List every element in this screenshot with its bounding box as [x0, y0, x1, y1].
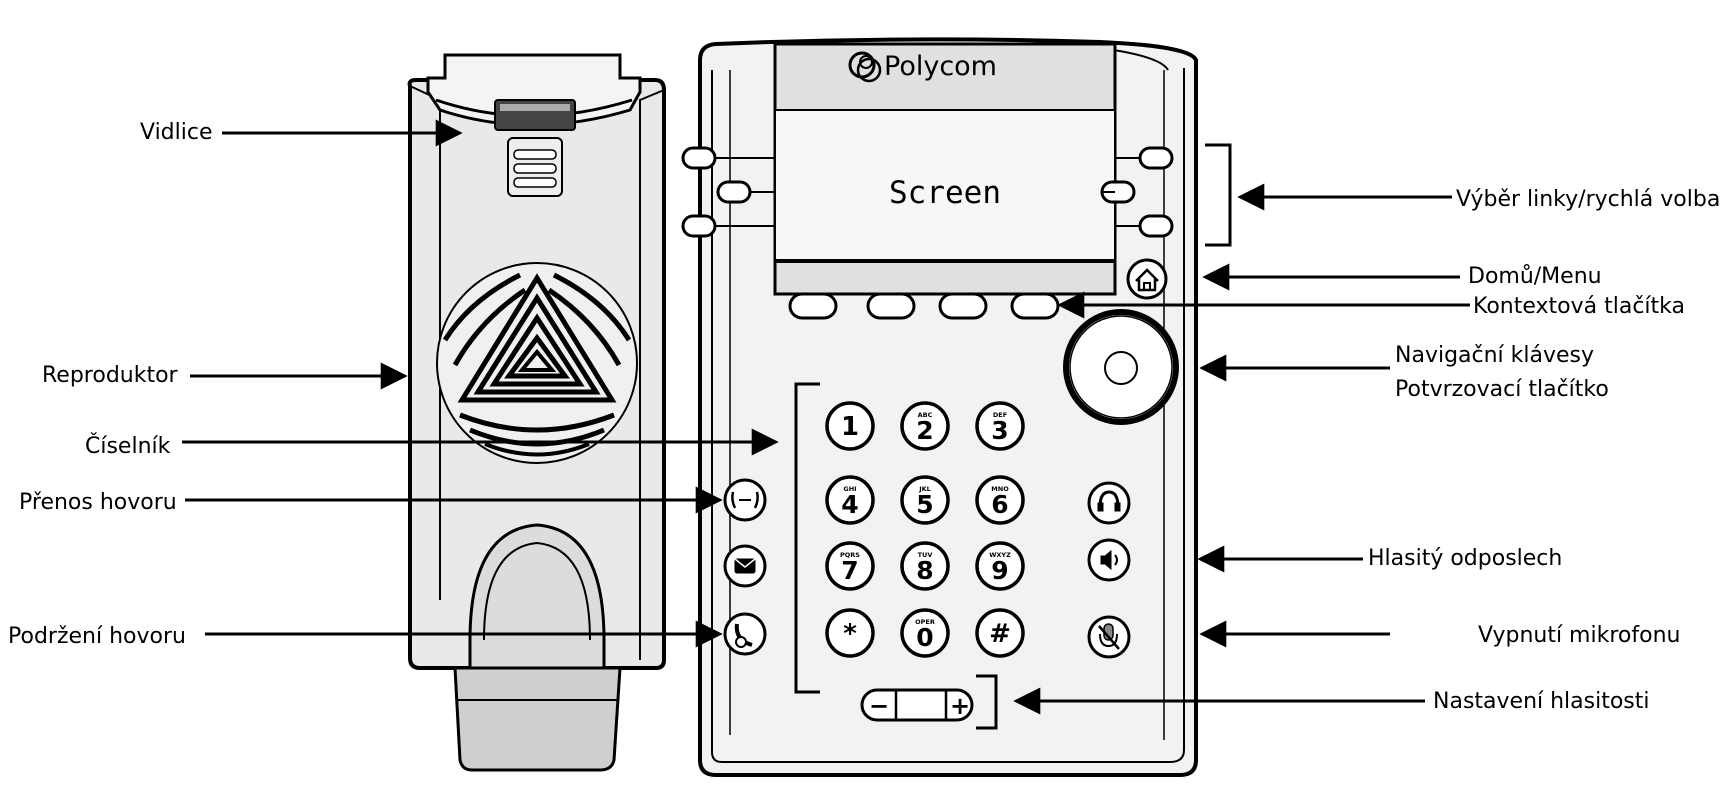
dial-key-letters: JKL — [918, 485, 931, 493]
dial-key-digit: 2 — [916, 416, 933, 445]
dial-key-letters: MNO — [991, 485, 1009, 493]
line-key-right-1[interactable] — [1115, 146, 1174, 170]
soft-key-3[interactable] — [938, 292, 988, 320]
messages-button[interactable] — [723, 544, 767, 588]
label-hookswitch: Vidlice — [140, 120, 213, 145]
line-keys-bracket — [1205, 143, 1232, 247]
label-dialpad: Číselník — [85, 434, 171, 459]
dial-key-letters: WXYZ — [989, 551, 1011, 559]
dial-key-digit: 4 — [841, 490, 858, 519]
headset-button[interactable] — [1087, 481, 1131, 525]
line-key-left-3[interactable] — [681, 214, 775, 238]
dial-key-digit: 0 — [916, 623, 933, 652]
dial-key-letters: PQRS — [840, 551, 860, 559]
callout-arrows — [182, 119, 1470, 715]
dial-key-1[interactable]: 1 — [825, 401, 875, 451]
volume-minus-button[interactable]: − — [869, 692, 889, 720]
line-key-left-1[interactable] — [681, 146, 775, 170]
dial-key-digit: 5 — [916, 490, 933, 519]
transfer-button[interactable] — [723, 478, 767, 522]
dial-key-digit: 6 — [991, 490, 1008, 519]
line-keys[interactable] — [681, 146, 1174, 238]
label-hold: Podržení hovoru — [8, 624, 186, 649]
label-nav-keys: Navigační klávesy — [1395, 343, 1595, 368]
speakerphone-button[interactable] — [1087, 538, 1131, 582]
volume-key[interactable] — [860, 688, 974, 722]
display — [773, 42, 1117, 296]
line-key-right-2[interactable] — [1100, 180, 1136, 204]
dial-key-letters: OPER — [915, 618, 935, 626]
home-button[interactable] — [1126, 258, 1168, 300]
dial-key-digit: # — [989, 619, 1011, 649]
dial-key-letters: DEF — [993, 411, 1007, 419]
dial-key-digit: 1 — [841, 412, 859, 442]
label-soft-keys: Kontextová tlačítka — [1473, 294, 1685, 319]
mute-button[interactable] — [1087, 615, 1131, 659]
screen-label: Screen — [889, 175, 1001, 211]
select-button[interactable] — [1104, 351, 1138, 385]
dial-key-letters: ABC — [918, 411, 933, 419]
speaker-grille — [436, 262, 638, 464]
dial-key-digit: * — [843, 619, 857, 649]
soft-key-4[interactable] — [1010, 292, 1060, 320]
dialpad-bracket — [794, 382, 820, 694]
hookswitch[interactable] — [426, 53, 642, 197]
brand-name: Polycom — [884, 51, 997, 82]
label-home-menu: Domů/Menu — [1468, 264, 1602, 289]
dial-key-hash[interactable]: # — [975, 608, 1025, 658]
polycom-logo — [848, 51, 882, 83]
label-speakerphone: Hlasitý odposlech — [1368, 546, 1563, 571]
soft-keys[interactable] — [788, 292, 1060, 320]
volume-bracket — [976, 674, 998, 730]
label-line-keys: Výběr linky/rychlá volba — [1456, 187, 1721, 212]
dial-key-digit: 9 — [991, 556, 1008, 585]
dial-key-letters: TUV — [918, 551, 933, 559]
label-mute: Vypnutí mikrofonu — [1478, 623, 1681, 648]
dial-key-digit: 3 — [991, 416, 1008, 445]
label-transfer: Přenos hovoru — [19, 490, 177, 515]
dial-key-star[interactable]: * — [825, 608, 875, 658]
label-volume: Nastavení hlasitosti — [1433, 689, 1650, 714]
dial-key-letters: GHI — [843, 485, 856, 493]
dial-key-digit: 7 — [841, 556, 858, 585]
hold-button[interactable] — [723, 612, 767, 656]
soft-key-1[interactable] — [788, 292, 838, 320]
soft-key-2[interactable] — [866, 292, 916, 320]
line-key-left-2[interactable] — [716, 180, 775, 204]
label-select-key: Potvrzovací tlačítko — [1395, 377, 1609, 402]
dial-key-digit: 8 — [916, 556, 933, 585]
label-speaker: Reproduktor — [42, 363, 178, 388]
line-key-right-3[interactable] — [1115, 214, 1174, 238]
handset-rest — [453, 523, 622, 772]
volume-plus-button[interactable]: + — [950, 692, 970, 720]
